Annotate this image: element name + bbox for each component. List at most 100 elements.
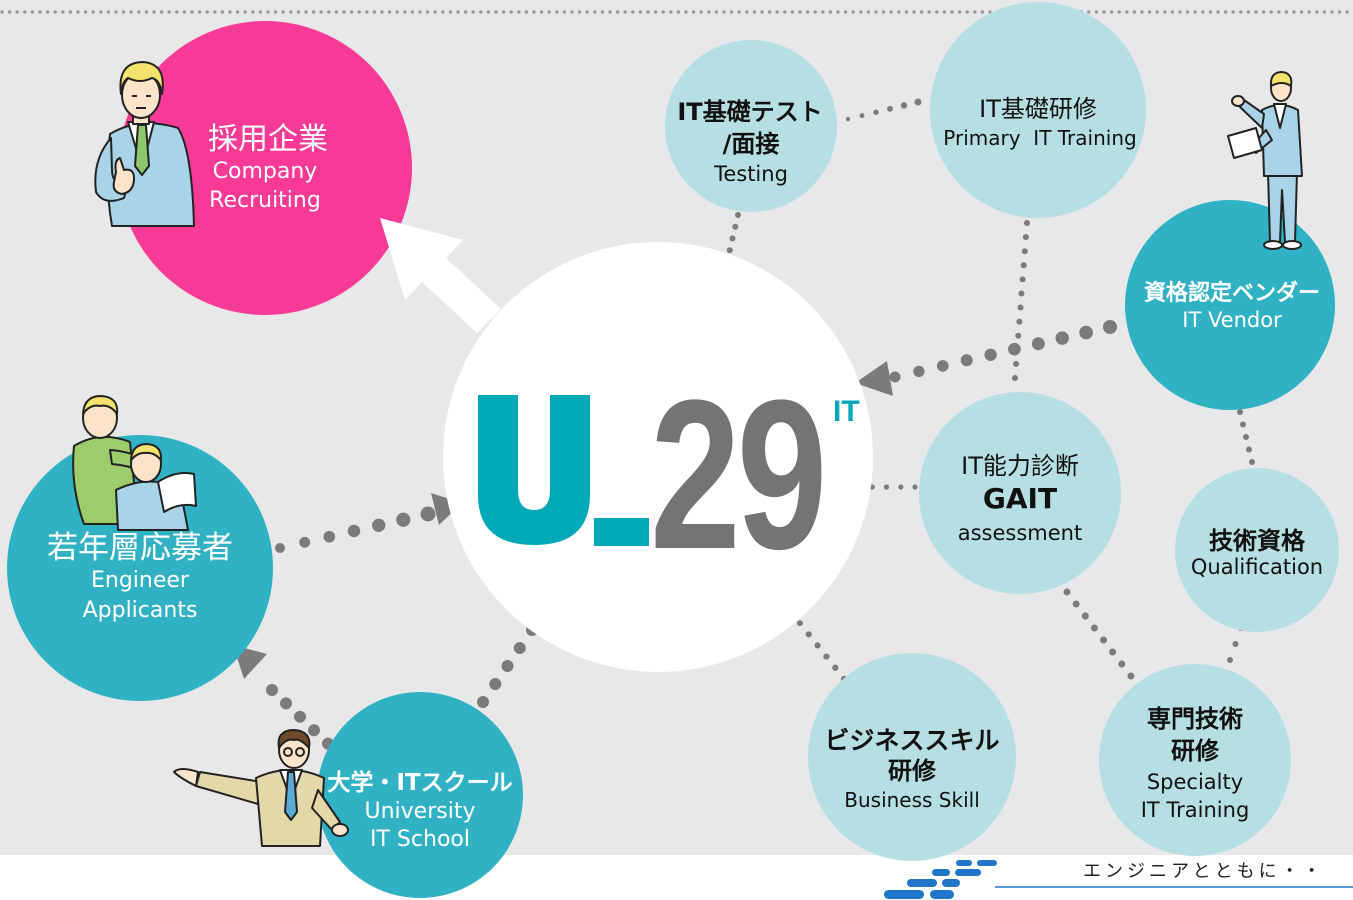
company-title: 採用企業 bbox=[208, 122, 328, 157]
company-logo-icon bbox=[884, 860, 997, 899]
paper-icon bbox=[157, 472, 197, 513]
testing-circle bbox=[665, 40, 837, 212]
connector-dot bbox=[735, 212, 741, 218]
connector-dot bbox=[1055, 331, 1069, 345]
node-it-vendor: 資格認定ベンダー IT Vendor bbox=[1125, 200, 1335, 410]
logo-dash bbox=[942, 879, 960, 887]
company-subtitle-2: Recruiting bbox=[209, 188, 321, 213]
clipboard-icon bbox=[1227, 127, 1263, 159]
connector-dot bbox=[1079, 325, 1093, 340]
applicants-subtitle-line-2: Applicants bbox=[83, 598, 198, 623]
connector-dot bbox=[396, 512, 411, 527]
connector-dot bbox=[1100, 636, 1107, 644]
gait-subtitle: assessment bbox=[958, 521, 1082, 545]
connector-vendor-to-qualification bbox=[1237, 409, 1255, 465]
connector-dot bbox=[1008, 342, 1021, 356]
connector-dot bbox=[1237, 409, 1243, 415]
reader-back-hair bbox=[82, 395, 119, 415]
qualification-circle bbox=[1175, 468, 1339, 632]
connector-dot bbox=[1103, 320, 1117, 334]
connector-dot bbox=[873, 109, 879, 115]
presenter-illustration bbox=[1227, 71, 1303, 250]
connector-dot bbox=[984, 348, 997, 361]
connector-dot bbox=[805, 631, 812, 638]
connector-dot bbox=[1118, 660, 1126, 668]
node-school: 大学・ITスクール University IT School bbox=[317, 692, 523, 898]
connector-dot bbox=[1227, 657, 1233, 663]
node-testing: IT基礎テスト /面接 Testing bbox=[665, 40, 837, 212]
specialty-title-line-1: 専門技術 bbox=[1147, 705, 1243, 733]
connector-dot bbox=[1127, 672, 1135, 680]
it-vendor-circle bbox=[1125, 200, 1335, 410]
presenter-hair bbox=[1269, 71, 1293, 87]
pointing-hand-icon bbox=[173, 768, 199, 787]
business-title-line-2: 研修 bbox=[888, 757, 937, 785]
logo-dash bbox=[930, 890, 954, 899]
recruiter-hair bbox=[119, 61, 164, 95]
connector-dot bbox=[1018, 290, 1025, 297]
connector-dot bbox=[1016, 318, 1023, 325]
gait-circle bbox=[919, 392, 1121, 594]
connector-testing-to-primary-training bbox=[845, 98, 922, 122]
presenter-pointing-arm bbox=[1239, 99, 1265, 129]
connector-dot bbox=[887, 105, 893, 112]
connector-dot bbox=[1024, 220, 1030, 226]
reader-front-hair bbox=[130, 443, 163, 461]
connector-dot bbox=[814, 642, 821, 649]
connector-dot bbox=[912, 484, 918, 490]
connector-dot bbox=[1249, 459, 1255, 465]
arrowhead-into-center-from-vendor bbox=[855, 361, 893, 396]
connector-dot bbox=[1232, 641, 1239, 647]
connector-dot bbox=[1021, 248, 1028, 255]
gait-title: IT能力診断 bbox=[961, 452, 1079, 480]
applicants-title: 若年層応募者 bbox=[47, 530, 233, 566]
connector-dot bbox=[1017, 304, 1024, 311]
pointing-man-hair bbox=[277, 729, 311, 749]
gait-acronym: GAIT bbox=[983, 482, 1057, 515]
primary-training-circle bbox=[930, 2, 1146, 218]
footer-background bbox=[0, 855, 1353, 900]
connector-dot bbox=[1020, 262, 1027, 269]
recruiter-tie bbox=[134, 124, 150, 176]
business-skill-circle bbox=[808, 653, 1016, 861]
specialty-training-circle bbox=[1099, 664, 1291, 856]
connector-dot bbox=[832, 664, 839, 671]
connector-dot bbox=[477, 696, 489, 708]
node-applicants: 若年層応募者 Engineer Applicants bbox=[7, 435, 273, 701]
connector-dot bbox=[347, 524, 361, 538]
connector-dot bbox=[883, 484, 890, 490]
specialty-subtitle-line-1: Specialty bbox=[1147, 770, 1243, 794]
u29-logo: 29 IT bbox=[478, 356, 860, 594]
connector-dot bbox=[914, 98, 922, 106]
pointing-man-tie bbox=[284, 771, 298, 821]
qualification-title: 技術資格 bbox=[1209, 527, 1306, 555]
connector-dot bbox=[732, 223, 739, 230]
connector-vendor-to-center bbox=[889, 320, 1117, 383]
logo-dash bbox=[955, 869, 981, 876]
logo-superscript: IT bbox=[833, 395, 860, 428]
primary-training-subtitle: Primary IT Training bbox=[943, 126, 1136, 150]
glasses-icon-right bbox=[295, 747, 305, 757]
connector-dot bbox=[1022, 234, 1029, 241]
connector-dot bbox=[726, 247, 733, 254]
specialty-title-line-2: 研修 bbox=[1171, 737, 1220, 765]
node-business-skill: ビジネススキル 研修 Business Skill bbox=[808, 653, 1016, 861]
connector-dot bbox=[489, 678, 502, 690]
connector-dot bbox=[1015, 332, 1022, 339]
connector-dot bbox=[845, 116, 851, 122]
connector-dot bbox=[513, 642, 526, 654]
connector-dot bbox=[936, 360, 949, 372]
logo-dash bbox=[956, 860, 972, 866]
presenter-torso bbox=[1261, 104, 1303, 177]
school-subtitle-line-1: University bbox=[365, 799, 476, 824]
connector-dot bbox=[823, 653, 830, 660]
it-vendor-title: 資格認定ベンダー bbox=[1144, 280, 1320, 306]
qualification-subtitle: Qualification bbox=[1191, 555, 1323, 579]
presenter-shoe-left bbox=[1263, 240, 1283, 250]
connector-dot bbox=[1246, 446, 1252, 453]
connector-dot bbox=[275, 543, 285, 553]
presenter-shirt bbox=[1273, 103, 1287, 129]
connector-dot bbox=[501, 660, 514, 672]
connector-dot bbox=[299, 536, 311, 548]
thumbs-up-icon bbox=[112, 157, 135, 195]
